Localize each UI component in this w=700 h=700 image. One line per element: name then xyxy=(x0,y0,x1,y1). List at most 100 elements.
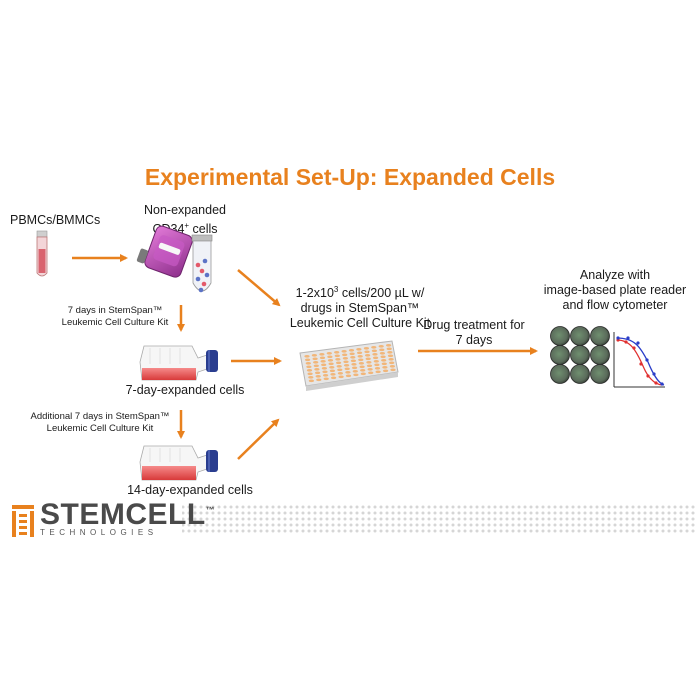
plate-line1-sup: 3 xyxy=(333,285,339,294)
plate-well xyxy=(387,351,393,354)
label-drug-treatment: Drug treatment for 7 days xyxy=(414,318,534,348)
plate-well xyxy=(344,364,350,367)
plate-well xyxy=(368,371,374,375)
plate-well xyxy=(338,375,344,379)
plate-well xyxy=(334,351,340,354)
analyze-line3: and flow cytometer xyxy=(562,298,668,312)
plate-well xyxy=(352,366,358,370)
logo-dot-band xyxy=(182,505,697,535)
plate-well xyxy=(321,363,327,367)
plate-well xyxy=(305,362,311,365)
well-plate-icon xyxy=(299,340,399,391)
plate-well xyxy=(343,360,349,364)
microscopy-well xyxy=(570,326,590,346)
microscopy-well xyxy=(570,364,590,384)
plate-well xyxy=(342,353,348,357)
plate-well xyxy=(381,359,387,362)
plate-well xyxy=(371,346,377,349)
plate-well xyxy=(366,364,373,368)
plate-well xyxy=(389,365,395,368)
plate-well xyxy=(353,373,359,377)
plate-well xyxy=(335,358,341,361)
plate-well xyxy=(321,367,327,370)
microscopy-well xyxy=(570,345,590,365)
plate-well xyxy=(305,358,311,362)
plate-well xyxy=(373,356,379,360)
plate-well xyxy=(389,361,395,365)
sample-tube-icon xyxy=(191,234,213,293)
drug-line2: 7 days xyxy=(455,333,493,347)
test-tube-icon xyxy=(36,230,48,277)
plate-well xyxy=(387,354,394,358)
plate-line2: drugs in StemSpan™ xyxy=(300,301,420,316)
label-pbmc: PBMCs/BMMCs xyxy=(10,213,101,227)
plate-well xyxy=(307,372,313,376)
plate-well xyxy=(363,347,369,350)
plate-well xyxy=(364,350,370,354)
step7-line1: 7 days in StemSpan™ xyxy=(67,305,163,316)
arrow-14day-to-plate xyxy=(237,418,280,460)
plate-well xyxy=(330,373,336,376)
plate-well xyxy=(357,351,363,355)
plate-well xyxy=(308,376,314,379)
plate-well xyxy=(378,345,384,348)
plate-well xyxy=(359,365,365,369)
microscopy-well xyxy=(590,326,610,346)
plate-well xyxy=(319,356,326,360)
label-14day-expanded: 14-day-expanded cells xyxy=(127,483,253,497)
dose-response-chart-icon xyxy=(613,332,665,388)
plate-well xyxy=(381,362,387,366)
plate-well xyxy=(337,372,343,375)
plate-well xyxy=(350,359,356,363)
plate-well xyxy=(319,353,325,356)
plate-well xyxy=(326,352,332,355)
plate-well xyxy=(367,368,373,371)
plate-well xyxy=(386,347,392,351)
plate-well xyxy=(316,378,322,382)
plate-line1: 1-2x103 cells/200 µL w/ xyxy=(270,282,450,301)
plate-well xyxy=(374,363,380,367)
plate-well xyxy=(345,374,352,378)
plate-well xyxy=(379,348,385,352)
plate-well xyxy=(375,370,381,374)
plate-well xyxy=(388,358,394,361)
plate-well xyxy=(374,367,381,370)
plate-well xyxy=(327,359,334,362)
culture-flask-icon xyxy=(139,345,218,381)
plate-well xyxy=(331,376,337,380)
plate-well xyxy=(344,367,350,371)
plate-well xyxy=(314,368,320,371)
step14-line2: Leukemic Cell Culture Kit xyxy=(46,423,154,434)
plate-well xyxy=(386,344,392,347)
stemcell-logo: STEMCELL™ TECHNOLOGIES xyxy=(40,498,215,537)
plate-well xyxy=(380,355,386,359)
plate-well xyxy=(336,361,342,365)
logo-subtitle: TECHNOLOGIES xyxy=(40,528,158,537)
flow-arrows xyxy=(72,254,538,460)
plate-well xyxy=(337,368,343,372)
plate-well xyxy=(323,377,329,381)
plate-well xyxy=(312,357,318,361)
cell-separator-icon xyxy=(136,225,193,278)
plate-well xyxy=(329,366,335,369)
plate-well xyxy=(356,348,362,351)
plate-well xyxy=(360,369,366,372)
arrow-nonexp-to-plate xyxy=(237,269,281,307)
plate-well xyxy=(328,362,334,366)
plate-well xyxy=(372,353,378,356)
plate-well xyxy=(351,363,357,366)
plate-well xyxy=(379,352,385,355)
plate-well xyxy=(327,355,333,359)
plate-well xyxy=(365,354,371,357)
microscopy-well xyxy=(550,364,570,384)
step14-line1: Additional 7 days in StemSpan™ xyxy=(30,411,170,422)
microscopy-wells-icon xyxy=(550,326,610,384)
plate-well xyxy=(383,369,389,373)
microscopy-well xyxy=(550,326,570,346)
plate-well xyxy=(329,369,335,373)
plate-well xyxy=(382,366,388,369)
logo-name: STEMCELL xyxy=(40,498,206,531)
analyze-line1: Analyze with xyxy=(579,268,651,282)
page-title: Experimental Set-Up: Expanded Cells xyxy=(144,164,556,190)
label-analyze: Analyze with image-based plate reader an… xyxy=(540,268,690,313)
